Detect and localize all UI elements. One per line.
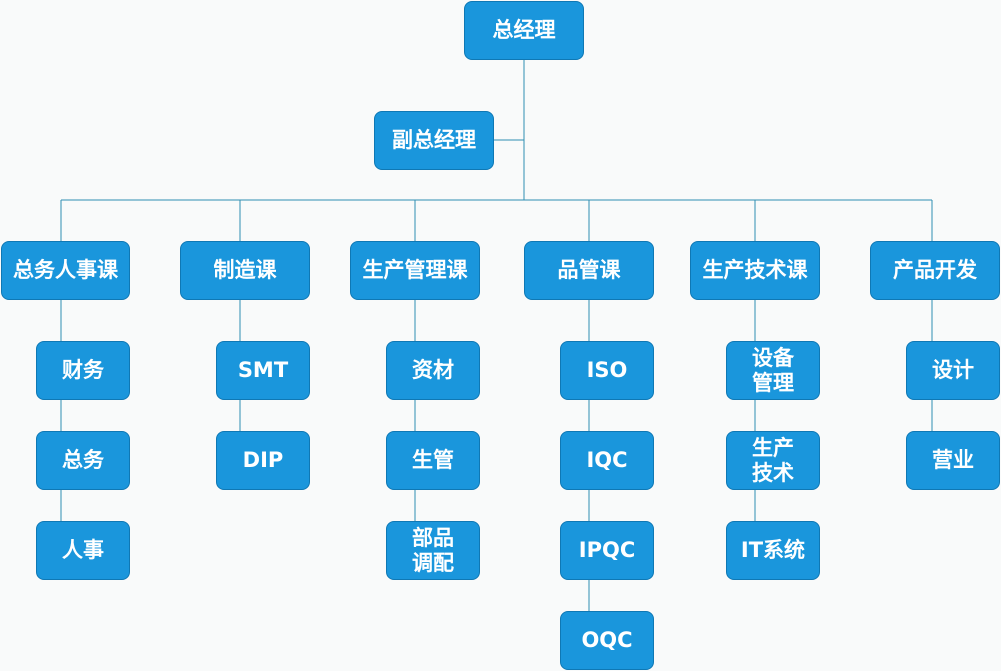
deputy-general-manager-box[interactable]: 副总经理 bbox=[374, 111, 494, 170]
unit-hr-box[interactable]: 人事 bbox=[36, 521, 130, 580]
unit-finance-box[interactable]: 财务 bbox=[36, 341, 130, 400]
dept-quality-control-box[interactable]: 品管课 bbox=[524, 241, 654, 300]
dept-production-control-box[interactable]: 生产管理课 bbox=[350, 241, 480, 300]
unit-general-affairs-box[interactable]: 总务 bbox=[36, 431, 130, 490]
unit-it-system-box[interactable]: IT系统 bbox=[726, 521, 820, 580]
unit-production-control-box[interactable]: 生管 bbox=[386, 431, 480, 490]
unit-oqc-box[interactable]: OQC bbox=[560, 611, 654, 670]
dept-production-engineering-box[interactable]: 生产技术课 bbox=[690, 241, 820, 300]
dept-manufacturing-box[interactable]: 制造课 bbox=[180, 241, 310, 300]
unit-smt-box[interactable]: SMT bbox=[216, 341, 310, 400]
unit-iqc-box[interactable]: IQC bbox=[560, 431, 654, 490]
unit-dip-box[interactable]: DIP bbox=[216, 431, 310, 490]
unit-parts-allocation-box[interactable]: 部品 调配 bbox=[386, 521, 480, 580]
unit-design-box[interactable]: 设计 bbox=[906, 341, 1000, 400]
unit-equipment-management-box[interactable]: 设备 管理 bbox=[726, 341, 820, 400]
unit-production-technology-box[interactable]: 生产 技术 bbox=[726, 431, 820, 490]
unit-sales-box[interactable]: 营业 bbox=[906, 431, 1000, 490]
general-manager-box[interactable]: 总经理 bbox=[464, 1, 584, 60]
unit-iso-box[interactable]: ISO bbox=[560, 341, 654, 400]
dept-general-affairs-hr-box[interactable]: 总务人事课 bbox=[1, 241, 130, 300]
dept-product-development-box[interactable]: 产品开发 bbox=[870, 241, 1000, 300]
unit-ipqc-box[interactable]: IPQC bbox=[560, 521, 654, 580]
unit-materials-box[interactable]: 资材 bbox=[386, 341, 480, 400]
